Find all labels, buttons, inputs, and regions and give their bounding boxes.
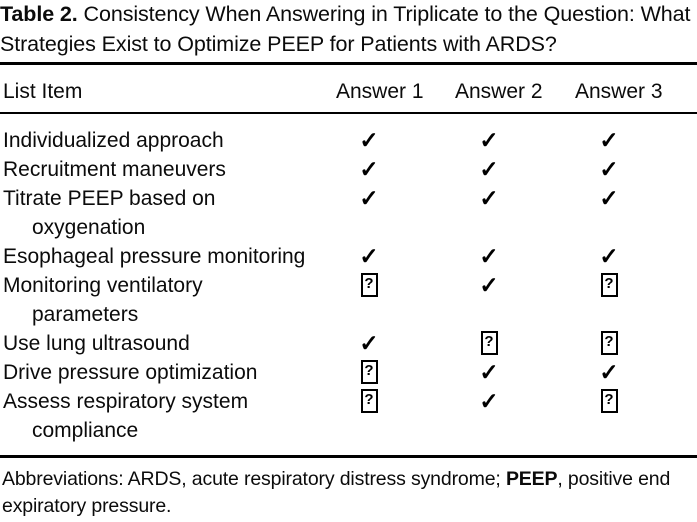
column-header-answer-2: Answer 2	[455, 80, 543, 103]
row-label: Titrate PEEP based on oxygenation	[3, 184, 215, 242]
table-caption: Table 2. Consistency When Answering in T…	[0, 0, 697, 59]
check-icon: ✓	[599, 359, 619, 385]
table-row: Recruitment maneuvers ✓ ✓ ✓	[0, 155, 697, 184]
table-footnote: Abbreviations: ARDS, acute respiratory d…	[2, 466, 696, 520]
table-row: Esophageal pressure monitoring ✓ ✓ ✓	[0, 242, 697, 271]
row-label: Use lung ultrasound	[3, 329, 190, 358]
row-label: Esophageal pressure monitoring	[3, 242, 305, 271]
row-label: Recruitment maneuvers	[3, 155, 226, 184]
row-label: Drive pressure optimization	[3, 358, 257, 387]
cell-answer-3	[589, 387, 629, 416]
row-label: Assess respiratory system compliance	[3, 387, 248, 445]
table-row: Titrate PEEP based on oxygenation ✓ ✓ ✓	[0, 184, 697, 242]
column-header-answer-1: Answer 1	[336, 80, 424, 103]
cell-answer-1: ✓	[349, 155, 389, 185]
cell-answer-1	[349, 387, 389, 416]
row-label-line-1: Esophageal pressure monitoring	[3, 245, 306, 268]
check-icon: ✓	[479, 359, 499, 385]
row-label-line-1: Individualized approach	[3, 129, 224, 152]
cell-answer-2: ✓	[469, 271, 509, 301]
cell-answer-3: ✓	[589, 242, 629, 272]
row-label-line-1: Drive pressure optimization	[3, 361, 258, 384]
check-icon: ✓	[599, 127, 619, 153]
row-label-line-1: Monitoring ventilatory	[3, 274, 203, 297]
row-label-line-1: Assess respiratory system	[3, 390, 249, 413]
cell-answer-1: ✓	[349, 126, 389, 156]
question-box-icon	[360, 360, 378, 385]
cell-answer-2: ✓	[469, 387, 509, 417]
cell-answer-2	[469, 329, 509, 358]
cell-answer-2: ✓	[469, 242, 509, 272]
table-caption-text: Consistency When Answering in Triplicate…	[0, 2, 691, 56]
table-caption-label: Table 2.	[0, 2, 78, 26]
footnote-suffix: , positive end expiratory pressure.	[2, 468, 671, 517]
footnote-abbr-peep: PEEP	[505, 468, 558, 490]
column-header-list-item: List Item	[3, 80, 83, 103]
row-label-line-2: parameters	[32, 303, 139, 326]
cell-answer-1	[349, 358, 389, 387]
check-icon: ✓	[599, 185, 619, 211]
check-icon: ✓	[479, 272, 499, 298]
question-box-icon	[600, 273, 618, 298]
cell-answer-1: ✓	[349, 242, 389, 272]
cell-answer-3: ✓	[589, 155, 629, 185]
table-row: Use lung ultrasound ✓	[0, 329, 697, 358]
question-box-icon	[480, 331, 498, 356]
table-row: Monitoring ventilatory parameters ✓	[0, 271, 697, 329]
check-icon: ✓	[359, 156, 379, 182]
row-label: Individualized approach	[3, 126, 224, 155]
table-row: Individualized approach ✓ ✓ ✓	[0, 126, 697, 155]
cell-answer-3	[589, 271, 629, 300]
footnote-prefix: Abbreviations: ARDS, acute respiratory d…	[2, 468, 506, 490]
check-icon: ✓	[359, 185, 379, 211]
table-body: Individualized approach✓✓✓Recruitment ma…	[0, 126, 697, 445]
check-icon: ✓	[479, 185, 499, 211]
cell-answer-1	[349, 271, 389, 300]
cell-answer-3: ✓	[589, 184, 629, 214]
check-icon: ✓	[479, 156, 499, 182]
check-icon: ✓	[479, 388, 499, 414]
cell-answer-1: ✓	[349, 184, 389, 214]
cell-answer-1: ✓	[349, 329, 389, 359]
question-box-icon	[600, 331, 618, 356]
row-label-line-1: Titrate PEEP based on	[3, 187, 216, 210]
check-icon: ✓	[479, 127, 499, 153]
row-label-line-1: Use lung ultrasound	[3, 332, 190, 355]
table-bottom-rule	[0, 455, 697, 458]
table-row: Assess respiratory system compliance ✓	[0, 387, 697, 445]
table-top-rule	[0, 62, 697, 65]
check-icon: ✓	[359, 243, 379, 269]
cell-answer-3	[589, 329, 629, 358]
check-icon: ✓	[479, 243, 499, 269]
question-box-icon	[600, 389, 618, 414]
row-label-line-2: compliance	[32, 419, 139, 442]
question-box-icon	[360, 389, 378, 414]
table-row: Drive pressure optimization ✓ ✓	[0, 358, 697, 387]
check-icon: ✓	[599, 156, 619, 182]
column-header-answer-3: Answer 3	[575, 80, 663, 103]
row-label-line-1: Recruitment maneuvers	[3, 158, 226, 181]
cell-answer-3: ✓	[589, 358, 629, 388]
cell-answer-2: ✓	[469, 126, 509, 156]
question-box-icon	[360, 273, 378, 298]
check-icon: ✓	[359, 127, 379, 153]
table-header-rule	[0, 112, 697, 114]
row-label-line-2: oxygenation	[32, 216, 146, 239]
cell-answer-2: ✓	[469, 184, 509, 214]
cell-answer-3: ✓	[589, 126, 629, 156]
row-label: Monitoring ventilatory parameters	[3, 271, 203, 329]
check-icon: ✓	[359, 330, 379, 356]
check-icon: ✓	[599, 243, 619, 269]
cell-answer-2: ✓	[469, 358, 509, 388]
cell-answer-2: ✓	[469, 155, 509, 185]
